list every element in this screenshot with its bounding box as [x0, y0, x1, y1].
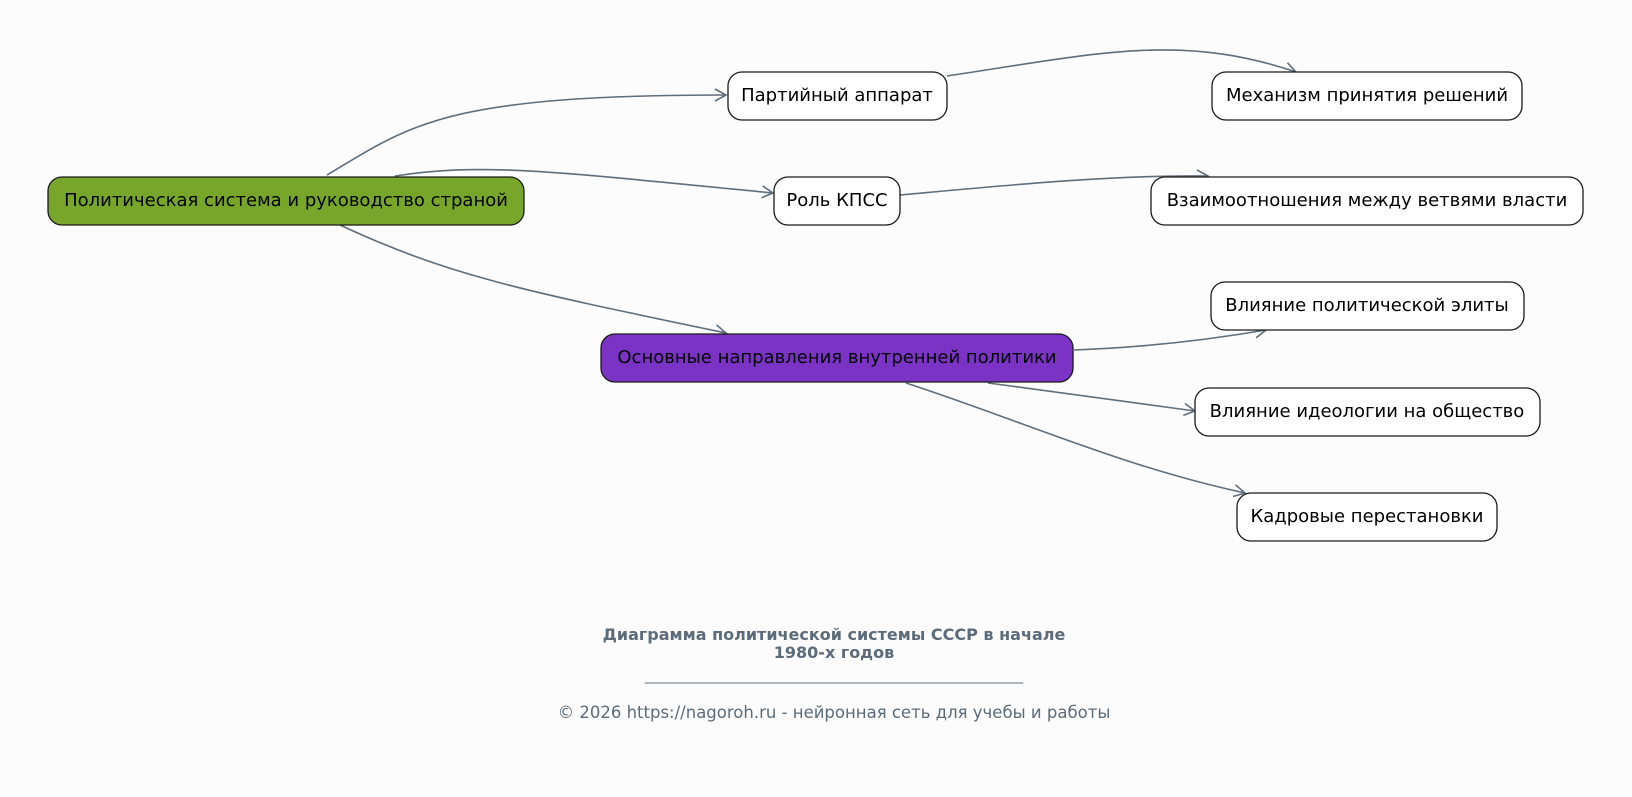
caption-divider: ________________________________________… — [645, 668, 1023, 684]
node-domestic-policy-box — [600, 333, 1074, 383]
edge-cpsu-branches — [899, 169, 1210, 196]
edge-root-party — [326, 88, 728, 176]
node-personnel-changes-label: Кадровые перестановки — [1250, 506, 1483, 527]
node-domestic-policy-label: Основные направления внутренней политики — [617, 347, 1056, 368]
edge-domestic-ideology — [987, 382, 1197, 417]
node-party-apparatus[interactable]: Партийный аппарат — [727, 71, 948, 121]
edge-root-cpsu — [394, 168, 775, 199]
node-political-elite[interactable]: Влияние политической элиты — [1210, 281, 1525, 331]
diagram-title-line-2: 1980-х годов — [773, 643, 895, 662]
node-personnel-changes-box — [1236, 492, 1498, 542]
edge-domestic-elite — [1073, 325, 1268, 351]
edge-root-domestic — [339, 224, 728, 338]
node-branches-relations[interactable]: Взаимоотношения между ветвями власти — [1150, 176, 1584, 226]
node-cpsu-role-box — [773, 176, 901, 226]
node-root-label: Политическая система и руководство стран… — [64, 190, 508, 211]
node-root-box — [47, 176, 525, 226]
edge-domestic-personnel — [905, 382, 1247, 498]
node-branches-relations-box — [1150, 176, 1584, 226]
edge-party-decisions — [946, 49, 1298, 77]
node-cpsu-role[interactable]: Роль КПСС — [773, 176, 901, 226]
diagram-title-line-1: Диаграмма политической системы СССР в на… — [602, 625, 1066, 644]
copyright-footer: © 2026 https://nagoroh.ru - нейронная се… — [557, 703, 1111, 722]
node-domestic-policy[interactable]: Основные направления внутренней политики — [600, 333, 1074, 383]
node-party-apparatus-box — [727, 71, 948, 121]
diagram-title: Диаграмма политической системы СССР в на… — [0, 626, 1632, 662]
node-political-elite-label: Влияние политической элиты — [1225, 295, 1509, 316]
node-decision-mechanism[interactable]: Механизм принятия решений — [1211, 71, 1523, 121]
node-branches-relations-label: Взаимоотношения между ветвями власти — [1167, 190, 1568, 211]
node-cpsu-role-label: Роль КПСС — [786, 190, 887, 211]
node-ideology-influence-label: Влияние идеологии на общество — [1210, 401, 1525, 422]
node-decision-mechanism-label: Механизм принятия решений — [1226, 85, 1508, 106]
node-decision-mechanism-box — [1211, 71, 1523, 121]
node-root[interactable]: Политическая система и руководство стран… — [47, 176, 525, 226]
node-party-apparatus-label: Партийный аппарат — [741, 85, 933, 106]
node-ideology-influence-box — [1194, 387, 1541, 437]
node-political-elite-box — [1210, 281, 1525, 331]
node-ideology-influence[interactable]: Влияние идеологии на общество — [1194, 387, 1541, 437]
node-personnel-changes[interactable]: Кадровые перестановки — [1236, 492, 1498, 542]
